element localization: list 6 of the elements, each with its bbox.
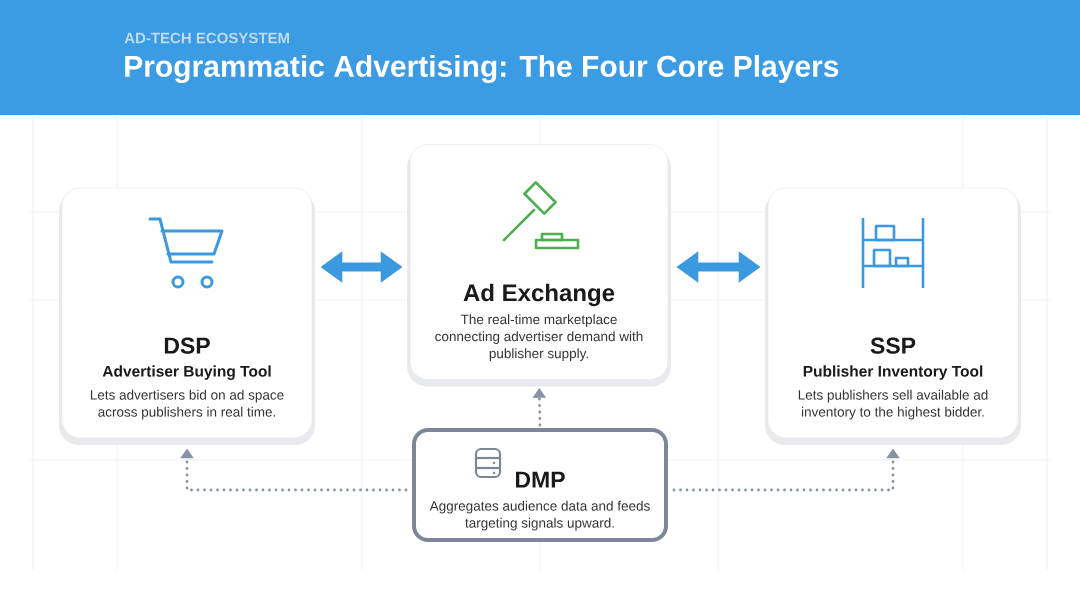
title: Programmatic Advertising: The Four Core Players <box>125 54 839 84</box>
data-box: DMP Aggregates audience data and feeds targeting signals upward. <box>412 428 668 542</box>
player-card: SSP Publisher Inventory Tool Lets publishers sell available ad inventory to the highest bidder. <box>765 187 1021 445</box>
kicker-text: AD-TECH ECOSYSTEM <box>124 32 289 44</box>
player-card: DSP Advertiser Buying Tool Lets advertisers bid on ad space across publishers in real time. <box>59 187 315 445</box>
player-card: Ad Exchange The real-time marketplace connecting advertiser demand with publisher supply. <box>407 144 671 387</box>
